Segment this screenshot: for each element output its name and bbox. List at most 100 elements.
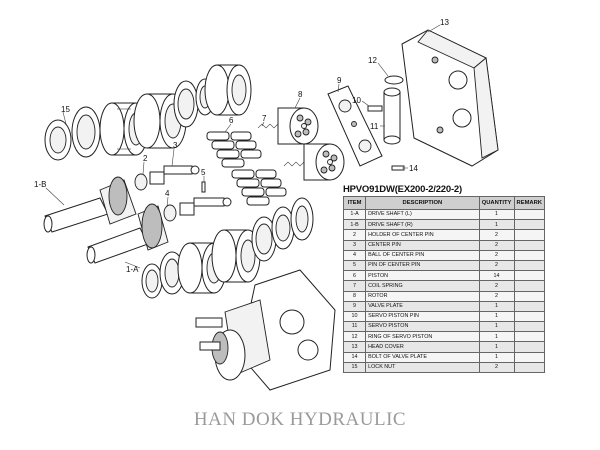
callout-14: 14 xyxy=(409,164,418,173)
cell-remark xyxy=(513,300,546,312)
callout-2: 2 xyxy=(143,154,148,163)
valve-plate xyxy=(327,85,383,167)
cell-item: 2 xyxy=(342,229,367,241)
cell-remark xyxy=(513,310,546,323)
callout-5: 5 xyxy=(201,168,206,177)
cell-description: RING OF SERVO PISTON xyxy=(365,331,480,343)
cell-quantity: 1 xyxy=(478,300,515,312)
servo-piston-pin xyxy=(367,105,383,112)
cell-quantity: 1 xyxy=(478,341,515,353)
header-quantity: QUANTITY xyxy=(478,196,515,210)
cell-remark xyxy=(513,249,546,261)
upper-bearing-row xyxy=(44,64,252,161)
lock-nut-lower xyxy=(141,263,163,299)
cell-description: HEAD COVER xyxy=(365,341,480,353)
cell-quantity: 2 xyxy=(478,239,515,251)
cell-item: 3 xyxy=(342,239,367,251)
spacer-ring-lower xyxy=(251,216,277,262)
header-item: ITEM xyxy=(342,196,367,210)
cell-remark xyxy=(513,361,546,374)
cell-quantity: 1 xyxy=(478,208,515,221)
cell-item: 4 xyxy=(342,249,367,261)
callout-4: 4 xyxy=(165,189,170,198)
callout-12: 12 xyxy=(368,56,377,65)
cell-item: 12 xyxy=(342,331,367,343)
cell-remark xyxy=(513,208,546,221)
piston-set-lower xyxy=(231,169,287,206)
drive-shaft-left xyxy=(86,203,169,264)
cell-item: 1-B xyxy=(342,219,367,231)
table-title: HPVO91DW(EX200-2/220-2) xyxy=(343,184,462,195)
cell-remark xyxy=(513,351,546,363)
cell-remark xyxy=(513,341,546,353)
callout-10: 10 xyxy=(352,96,361,105)
callout-leaders xyxy=(45,24,441,269)
cell-quantity: 1 xyxy=(478,321,515,333)
cell-description: CENTER PIN xyxy=(365,239,480,251)
cell-description: COIL SPRING xyxy=(365,280,480,292)
callout-11: 11 xyxy=(370,122,379,131)
cell-item: 8 xyxy=(342,290,367,302)
cell-description: HOLDER OF CENTER PIN xyxy=(365,229,480,241)
center-pin-lower xyxy=(163,197,232,222)
cell-remark xyxy=(513,331,546,343)
cell-description: BOLT OF VALVE PLATE xyxy=(365,351,480,363)
bearing-upper-1 xyxy=(71,106,101,158)
cell-item: 9 xyxy=(342,300,367,312)
head-cover xyxy=(401,29,499,167)
cell-remark xyxy=(513,259,546,272)
callout-8: 8 xyxy=(298,90,303,99)
cell-item: 13 xyxy=(342,341,367,353)
callout-15: 15 xyxy=(61,105,70,114)
coil-spring-lower xyxy=(283,161,305,167)
cell-remark xyxy=(513,280,546,292)
cell-description: VALVE PLATE xyxy=(365,300,480,312)
callout-6: 6 xyxy=(229,116,234,125)
cell-description: PISTON xyxy=(365,270,480,282)
rotor-upper xyxy=(277,107,319,145)
cell-remark xyxy=(513,270,546,282)
cell-remark xyxy=(513,321,546,333)
header-description: DESCRIPTION xyxy=(365,196,480,210)
callout-1a: 1-A xyxy=(126,265,139,274)
callout-9: 9 xyxy=(337,76,342,85)
cell-item: 14 xyxy=(342,351,367,363)
lower-bearing-row xyxy=(141,197,314,299)
bearing-upper-3 xyxy=(133,93,187,149)
cell-item: 1-A xyxy=(342,208,367,221)
spacer-ring-upper xyxy=(173,80,199,128)
cell-quantity: 2 xyxy=(478,259,515,272)
cell-remark xyxy=(513,290,546,302)
cell-quantity: 2 xyxy=(478,229,515,241)
assembled-pump xyxy=(195,269,336,391)
cell-description: PIN OF CENTER PIN xyxy=(365,259,480,272)
callout-labels: 15 1-B 1-A 2 3 4 5 6 7 8 9 10 11 12 13 1… xyxy=(34,18,449,274)
cell-quantity: 2 xyxy=(478,361,515,374)
cell-description: DRIVE SHAFT (L) xyxy=(365,208,480,221)
piston-set-upper xyxy=(206,131,262,168)
drive-shaft-right xyxy=(43,176,137,233)
cell-description: LOCK NUT xyxy=(365,361,480,374)
bearing-lower-5 xyxy=(290,197,314,241)
cell-description: SERVO PISTON PIN xyxy=(365,310,480,323)
cell-remark xyxy=(513,219,546,231)
cell-item: 11 xyxy=(342,321,367,333)
cell-description: DRIVE SHAFT (R) xyxy=(365,219,480,231)
cell-item: 6 xyxy=(342,270,367,282)
